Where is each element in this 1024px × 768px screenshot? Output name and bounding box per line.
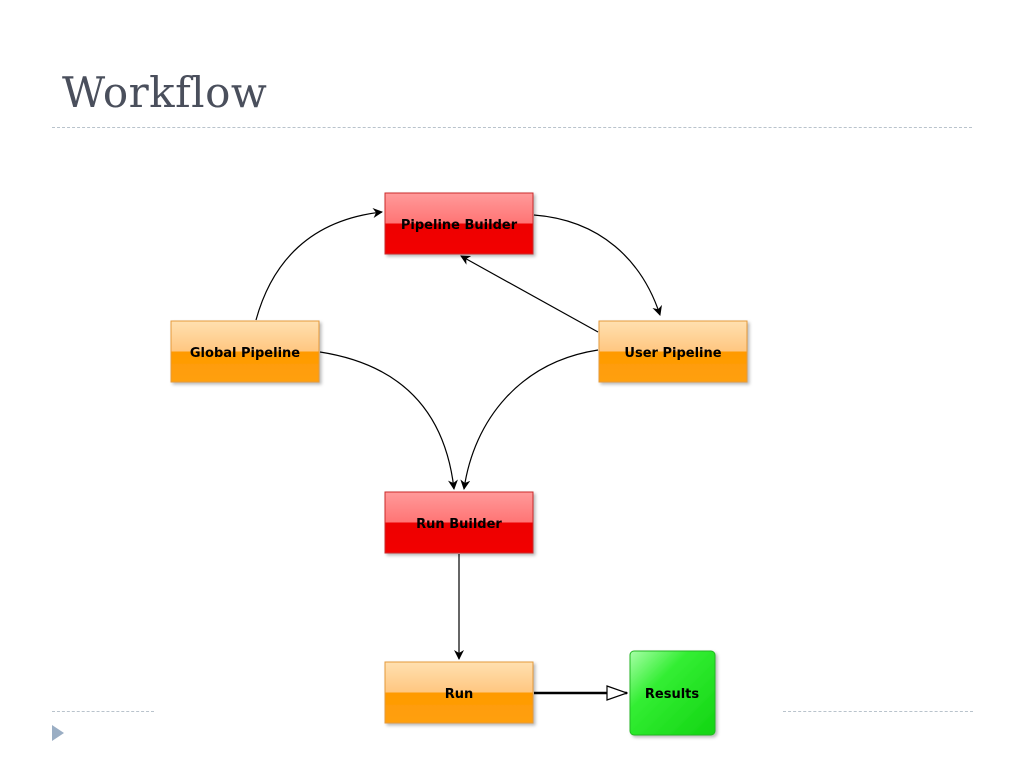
edge-user-to-run-builder bbox=[460, 349, 599, 490]
node-results: Results bbox=[629, 650, 716, 736]
edge-user-to-pipeline-builder bbox=[460, 255, 599, 333]
edge-global-to-pipeline-builder bbox=[255, 208, 383, 321]
node-label: Run bbox=[445, 687, 474, 702]
node-run-builder: Run Builder bbox=[384, 491, 534, 554]
node-pipeline-builder: Pipeline Builder bbox=[384, 192, 534, 255]
slide-title: Workflow bbox=[62, 68, 268, 117]
edge-pipeline-builder-to-user bbox=[533, 214, 662, 316]
footer-divider-right bbox=[783, 711, 973, 712]
edge-global-to-run-builder bbox=[319, 351, 458, 490]
node-user-pipeline: User Pipeline bbox=[598, 320, 748, 383]
node-run: Run bbox=[384, 661, 534, 724]
node-label: Pipeline Builder bbox=[401, 218, 518, 233]
node-label: Results bbox=[645, 687, 699, 702]
node-global-pipeline: Global Pipeline bbox=[170, 320, 320, 383]
slide-marker-triangle-icon bbox=[52, 725, 64, 741]
footer-divider-left bbox=[52, 711, 154, 712]
node-label: Run Builder bbox=[416, 517, 502, 532]
node-label: User Pipeline bbox=[624, 346, 721, 361]
title-divider bbox=[52, 127, 972, 128]
node-label: Global Pipeline bbox=[190, 346, 300, 361]
